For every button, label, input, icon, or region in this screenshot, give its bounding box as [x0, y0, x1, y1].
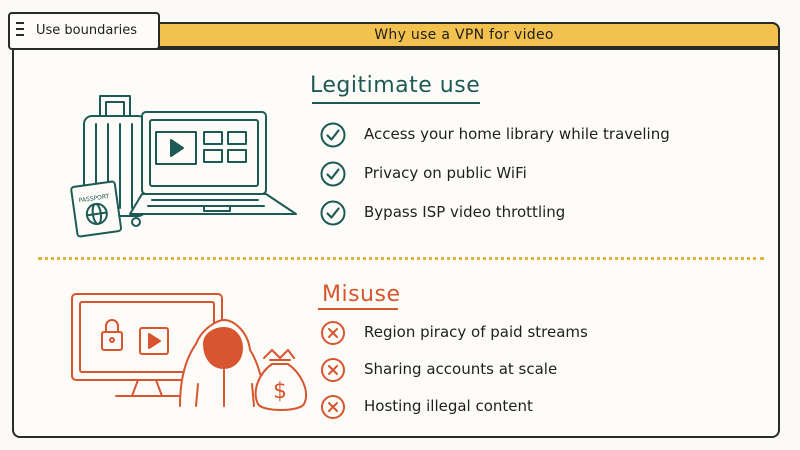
tab-binding-icon — [16, 22, 26, 44]
banner-divider — [14, 48, 778, 50]
check-circle-icon — [320, 161, 346, 187]
x-circle-icon — [321, 321, 345, 345]
suitcase-handle — [99, 95, 131, 117]
card-panel — [12, 22, 780, 438]
legit-item-label: Access your home library while traveling — [364, 125, 670, 143]
lock-icon — [101, 331, 123, 351]
dollar-sign: $ — [273, 379, 287, 404]
piracy-illustration: $ — [71, 293, 307, 411]
misuse-title-underline — [318, 308, 398, 310]
misuse-item-label: Region piracy of paid streams — [364, 323, 588, 341]
legit-item-label: Privacy on public WiFi — [364, 164, 527, 182]
section-divider — [38, 257, 764, 260]
travel-laptop-illustration: PASSPORT — [70, 95, 297, 238]
legitimate-use-title: Legitimate use — [310, 73, 481, 98]
misuse-item-label: Hosting illegal content — [364, 397, 533, 415]
legit-item-label: Bypass ISP video throttling — [364, 203, 566, 221]
misuse-item-label: Sharing accounts at scale — [364, 360, 558, 378]
passport-label: PASSPORT — [78, 193, 110, 204]
x-circle-icon — [321, 358, 345, 382]
check-circle-icon — [320, 200, 346, 226]
play-icon — [139, 327, 169, 355]
check-circle-icon — [320, 122, 346, 148]
legitimate-title-underline — [312, 102, 480, 104]
money-bag-icon — [263, 349, 295, 359]
tab-label: Use boundaries — [36, 23, 138, 38]
x-circle-icon — [321, 395, 345, 419]
use-boundaries-tab[interactable]: Use boundaries — [8, 12, 160, 50]
banner-title: Why use a VPN for video — [374, 27, 554, 43]
misuse-title: Misuse — [322, 282, 401, 307]
header-banner: Why use a VPN for video — [150, 22, 780, 48]
